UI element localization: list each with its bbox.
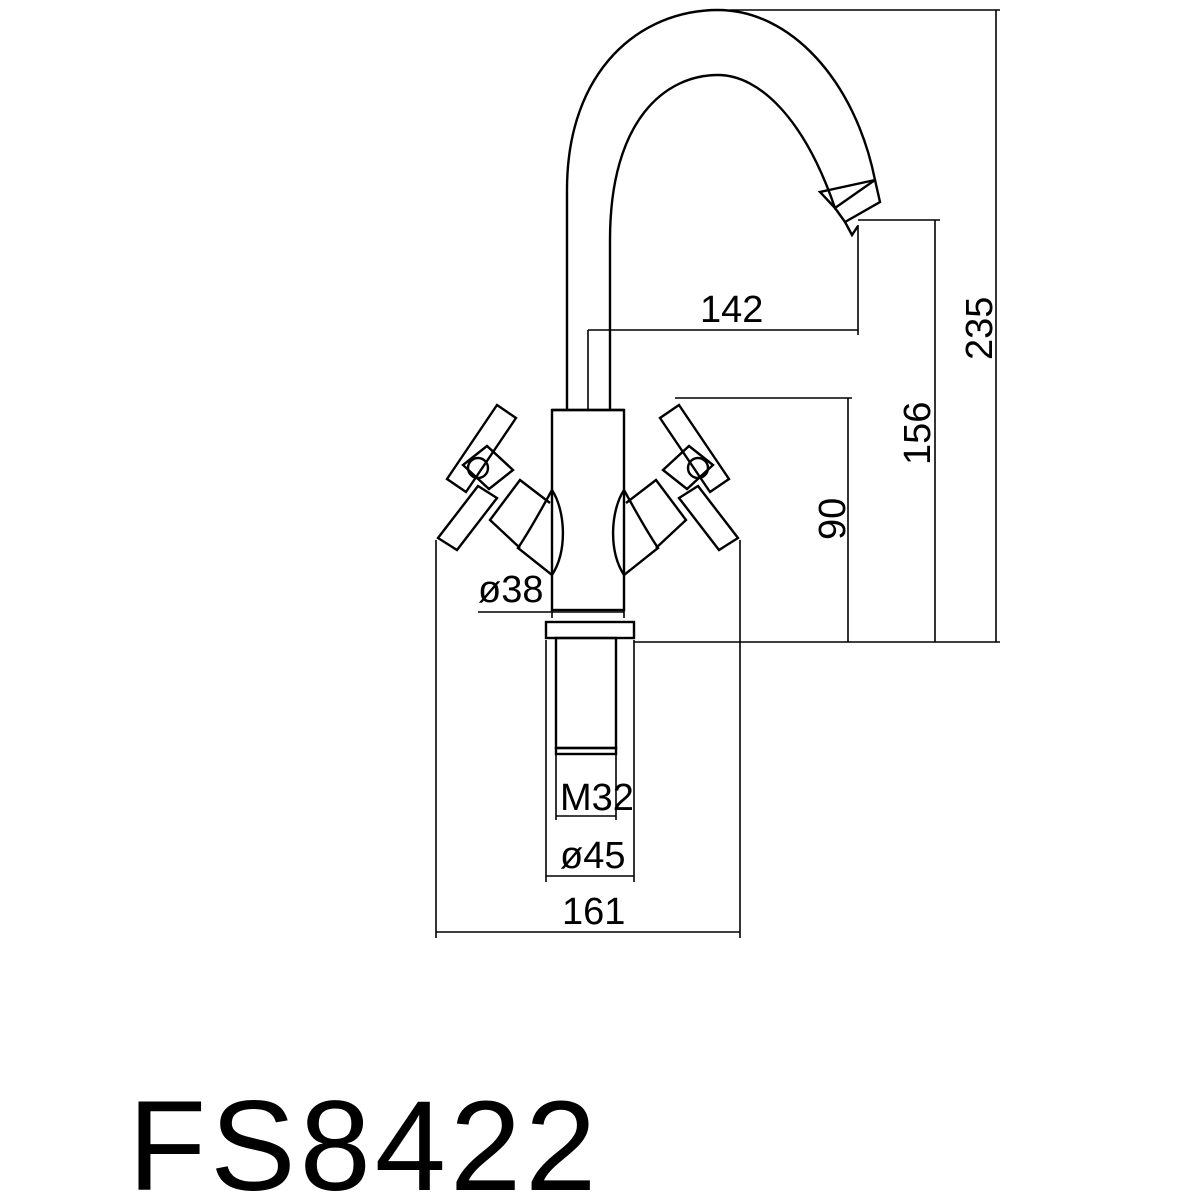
dim-body-diameter: ø38 [478,569,543,611]
dim-handle-height: 90 [812,498,854,540]
spout [565,8,882,410]
dim-total-height: 235 [959,297,1001,360]
dim-spout-reach: 142 [700,289,763,331]
dim-overall-width: 161 [562,891,625,933]
base-and-shank [544,620,636,820]
model-number: FS8422 [128,1075,600,1200]
dimension-lines [435,9,1000,938]
dim-spout-outlet-height: 156 [897,402,939,465]
dim-base-diameter: ø45 [560,835,625,877]
right-handle [611,403,740,577]
left-handle [436,403,565,577]
faucet-body [550,408,626,612]
dim-thread: M32 [560,777,634,819]
